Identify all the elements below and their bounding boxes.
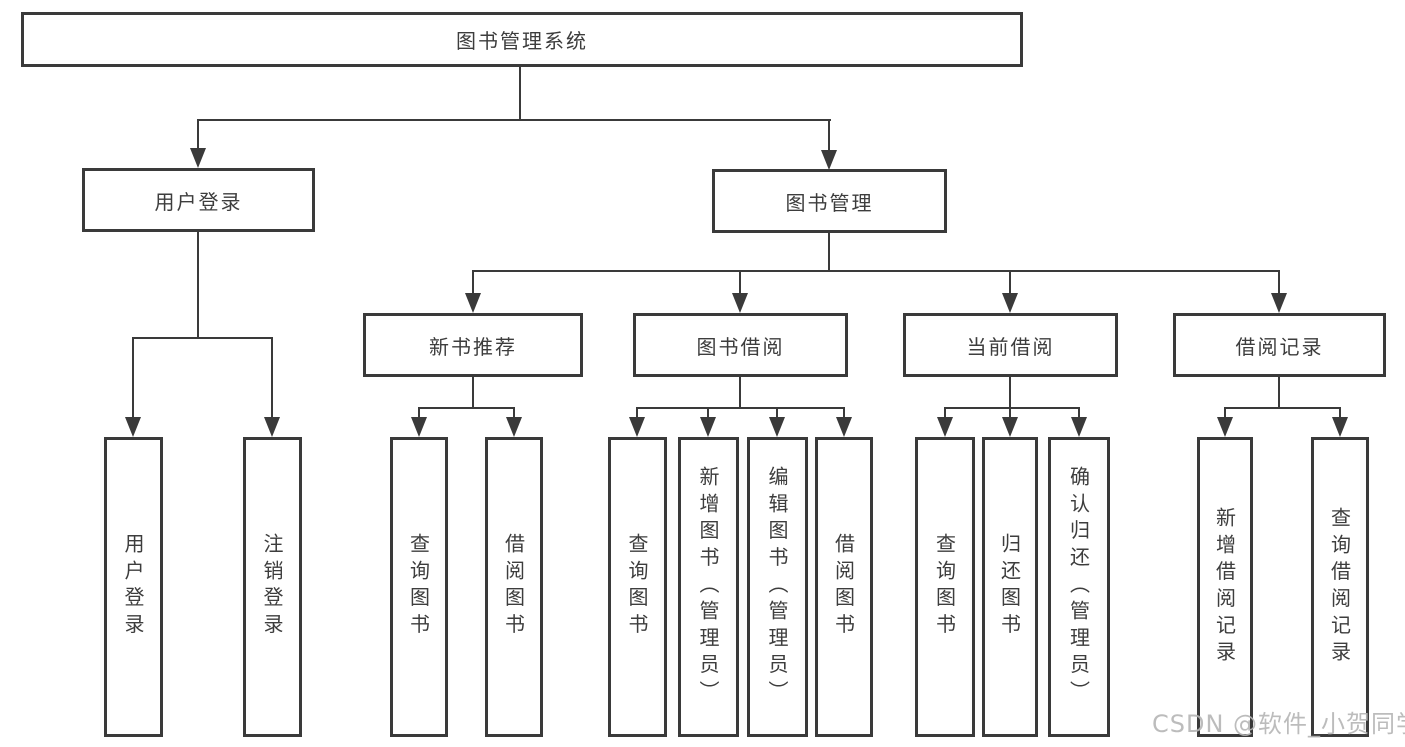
node-leaf-confirm-return-admin: 确认归还（管理员） [1048,437,1110,737]
connector-line [418,407,515,409]
node-label: 新增借阅记录 [1212,506,1237,668]
connector-line [944,407,946,417]
node-leaf-edit-book-admin: 编辑图书（管理员） [747,437,808,737]
arrowhead-icon [1002,417,1018,437]
connector-line [1339,407,1341,417]
connector-line [1078,407,1080,417]
node-leaf-borrow-book-1: 借阅图书 [485,437,543,737]
node-leaf-query-book-3: 查询图书 [915,437,975,737]
node-root: 图书管理系统 [21,12,1023,67]
node-leaf-query-book-2: 查询图书 [608,437,667,737]
arrowhead-icon [506,417,522,437]
node-leaf-logout: 注销登录 [243,437,302,737]
connector-line [132,337,273,339]
connector-line [1009,377,1011,407]
node-leaf-query-borrow-record: 查询借阅记录 [1311,437,1369,737]
node-user-login: 用户登录 [82,168,315,232]
arrowhead-icon [1002,293,1018,313]
connector-line [739,270,741,293]
arrowhead-icon [700,417,716,437]
node-label: 新增图书（管理员） [696,466,720,708]
node-label: 借阅图书 [831,533,856,641]
connector-line [636,407,638,417]
connector-line [1224,407,1341,409]
node-label: 当前借阅 [966,334,1055,359]
arrowhead-icon [836,417,852,437]
node-label: 确认归还（管理员） [1066,466,1091,708]
node-label: 查询借阅记录 [1327,506,1352,668]
watermark: CSDN @软件_小贺同学 [1152,710,1405,738]
connector-line [776,407,778,417]
connector-line [828,119,830,150]
connector-line [472,270,474,293]
arrowhead-icon [732,293,748,313]
connector-line [1009,407,1011,417]
node-leaf-return-book: 归还图书 [982,437,1038,737]
connector-line [1224,407,1226,417]
connector-line [636,407,845,409]
node-book-borrow: 图书借阅 [633,313,848,377]
arrowhead-icon [1217,417,1233,437]
arrowhead-icon [629,417,645,437]
arrowhead-icon [769,417,785,437]
node-label: 查询图书 [406,533,431,641]
node-label: 借阅图书 [501,533,526,641]
connector-line [132,337,134,417]
node-leaf-borrow-book-2: 借阅图书 [815,437,873,737]
connector-line [944,407,1080,409]
arrowhead-icon [190,148,206,168]
node-label: 归还图书 [997,533,1022,641]
arrowhead-icon [411,417,427,437]
node-label: 图书管理 [785,190,874,215]
node-label: 编辑图书（管理员） [765,466,789,708]
connector-line [513,407,515,417]
connector-line [197,232,199,337]
node-label: 用户登录 [154,189,243,214]
node-current-borrow: 当前借阅 [903,313,1118,377]
node-borrow-record: 借阅记录 [1173,313,1386,377]
connector-line [472,377,474,407]
node-leaf-add-borrow-record: 新增借阅记录 [1197,437,1253,737]
connector-line [271,337,273,417]
node-label: 注销登录 [260,533,284,641]
node-label: 查询图书 [625,533,649,641]
node-leaf-user-login: 用户登录 [104,437,163,737]
node-leaf-add-book-admin: 新增图书（管理员） [678,437,739,737]
connector-line [472,270,1280,272]
connector-line [1278,377,1280,407]
arrowhead-icon [1332,417,1348,437]
connector-line [1278,270,1280,293]
arrowhead-icon [1271,293,1287,313]
connector-line [739,377,741,407]
node-label: 新书推荐 [429,334,517,359]
connector-line [197,119,831,121]
node-leaf-query-book-1: 查询图书 [390,437,448,737]
connector-line [828,233,830,270]
arrowhead-icon [125,417,141,437]
connector-line [418,407,420,417]
node-label: 图书借阅 [696,334,785,359]
node-label: 借阅记录 [1235,334,1324,359]
connector-line [519,67,521,119]
connector-line [843,407,845,417]
connector-line [1009,270,1011,293]
node-new-book-recommend: 新书推荐 [363,313,583,377]
connector-line [707,407,709,417]
arrowhead-icon [1071,417,1087,437]
arrowhead-icon [264,417,280,437]
arrowhead-icon [821,150,837,170]
node-root-label: 图书管理系统 [456,29,588,53]
connector-line [197,119,199,148]
arrowhead-icon [937,417,953,437]
node-book-management: 图书管理 [712,169,947,233]
node-label: 查询图书 [932,533,957,641]
arrowhead-icon [465,293,481,313]
node-label: 用户登录 [121,533,145,641]
